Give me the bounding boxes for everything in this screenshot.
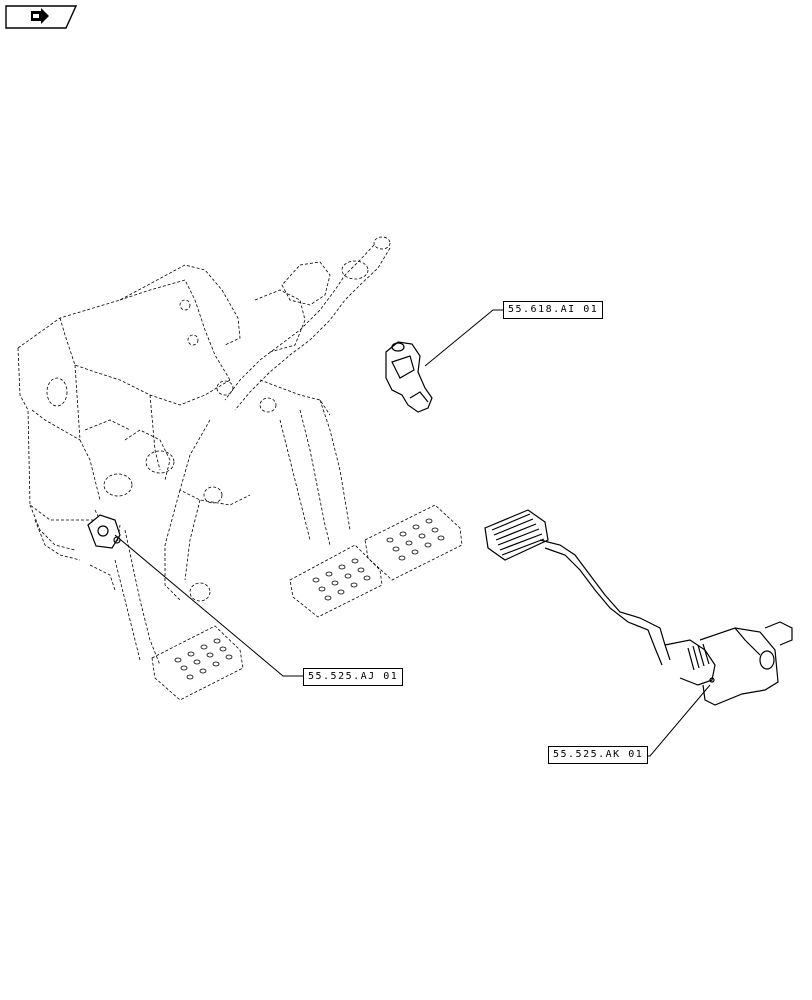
center-pedal-pad xyxy=(289,544,383,618)
callout-55-618-ai[interactable]: 55.618.AI 01 xyxy=(503,301,604,319)
callout-55-525-ak[interactable]: 55.525.AK 01 xyxy=(548,746,649,764)
accelerator-pedal-assembly xyxy=(484,509,793,706)
left-pedal-pad xyxy=(151,625,244,701)
pedal-sensor-aj xyxy=(87,514,121,549)
pedal-bracket-housing xyxy=(17,264,241,591)
back-arrow-icon[interactable] xyxy=(5,5,77,29)
switch-part-ai xyxy=(385,341,433,413)
callout-55-525-aj[interactable]: 55.525.AJ 01 xyxy=(303,668,404,686)
steering-column xyxy=(84,236,391,666)
right-pedal-pad xyxy=(364,504,463,581)
